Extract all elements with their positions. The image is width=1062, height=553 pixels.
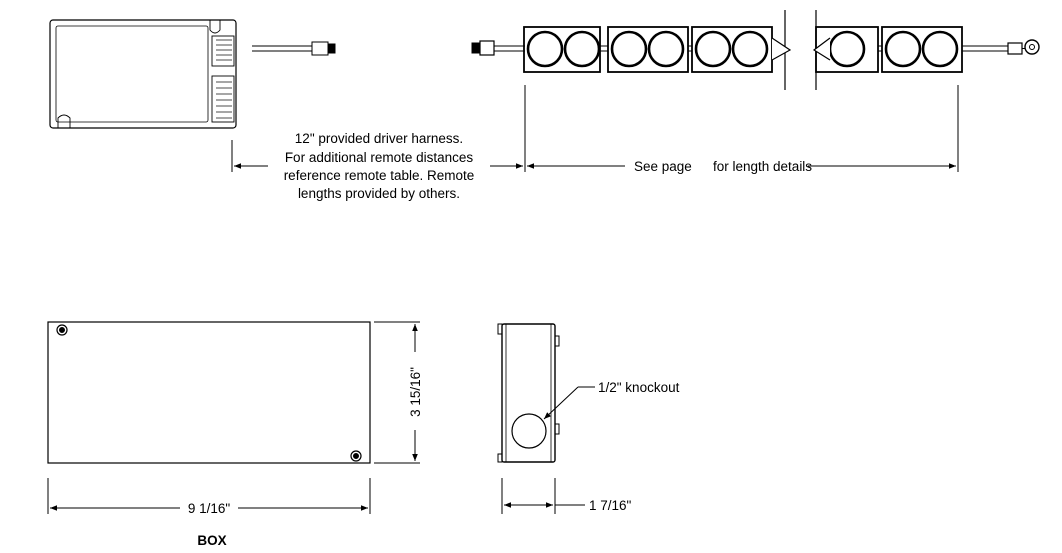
- length-details-label: for length details: [713, 159, 812, 174]
- knockout-hole: [511, 413, 547, 449]
- height-dimension-label: 3 15/16": [408, 367, 423, 417]
- knockout-label: 1/2" knockout: [598, 380, 680, 395]
- led-driver: [49, 19, 237, 129]
- led-string: [471, 10, 1040, 90]
- harness-connector: [252, 41, 336, 56]
- harness-dimension: [231, 85, 959, 172]
- driver-terminals: [216, 39, 232, 119]
- width-dimension-label: 9 1/16": [188, 501, 231, 516]
- box-side-view: [497, 323, 560, 463]
- knockout-leader: [543, 386, 595, 420]
- harness-note-line-4: lengths provided by others.: [298, 186, 460, 201]
- harness-note-line-3: reference remote table. Remote: [284, 168, 475, 183]
- harness-note-line-2: For additional remote distances: [285, 150, 474, 165]
- box-front-view: [47, 321, 371, 464]
- width-dimension: [47, 478, 371, 514]
- see-page-label: See page: [634, 159, 692, 174]
- harness-note-line-1: 12" provided driver harness.: [295, 131, 463, 146]
- depth-dimension: [501, 478, 585, 514]
- depth-dimension-label: 1 7/16": [589, 498, 632, 513]
- height-dimension: [374, 321, 420, 464]
- box-caption: BOX: [197, 533, 226, 548]
